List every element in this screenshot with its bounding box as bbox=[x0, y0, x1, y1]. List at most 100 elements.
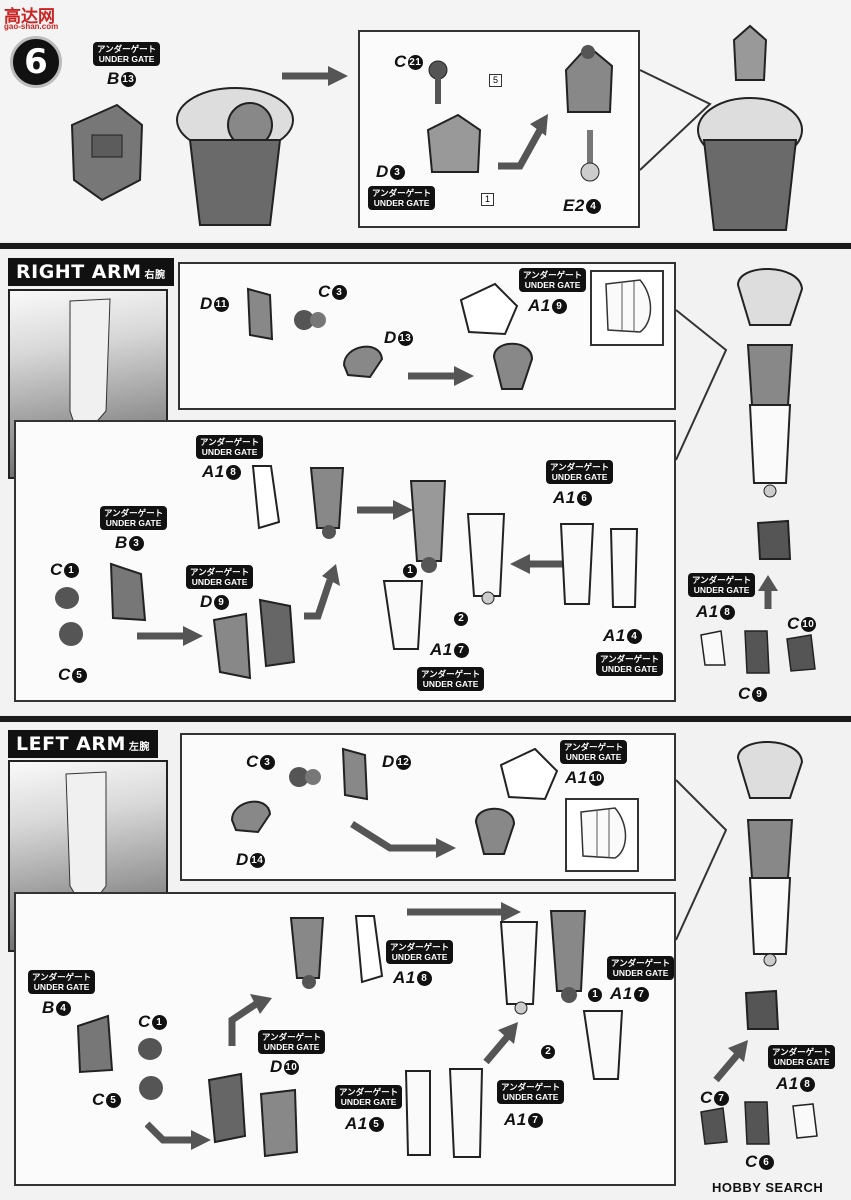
d3-part-illustration bbox=[426, 113, 482, 173]
flow-arrow bbox=[350, 821, 456, 858]
forearm-top-illustration bbox=[409, 480, 447, 573]
flow-arrow bbox=[357, 500, 413, 520]
torso-illustration bbox=[176, 87, 294, 226]
flow-arrow bbox=[408, 366, 474, 386]
c1-part-illustration bbox=[55, 587, 79, 609]
a14-part-illustration bbox=[609, 528, 639, 608]
shoulder-assembled-illustration bbox=[492, 342, 534, 390]
b3-part-illustration bbox=[109, 562, 147, 622]
c3-part-illustration bbox=[294, 310, 326, 330]
c5-left-part-illustration bbox=[139, 1076, 163, 1100]
step-number-badge: 6 bbox=[10, 36, 62, 88]
forearm-left-illustration bbox=[499, 921, 539, 1015]
sequence-step-2: 2 bbox=[454, 612, 468, 626]
section-divider bbox=[0, 716, 851, 722]
hand-illustration bbox=[756, 519, 792, 560]
c21-part-illustration bbox=[428, 60, 448, 104]
callout-pointer bbox=[676, 309, 728, 461]
flow-arrow-up bbox=[758, 575, 778, 609]
sequence-step-1: 1 bbox=[403, 564, 417, 578]
elbow-illustration bbox=[212, 598, 296, 680]
section-divider bbox=[0, 243, 851, 249]
a18-left-part-illustration bbox=[354, 915, 384, 984]
d13-part-illustration bbox=[342, 345, 384, 379]
d11-part-illustration bbox=[246, 287, 274, 341]
c3-left-part-illustration bbox=[289, 767, 321, 787]
watermark-url: gao-shan.com bbox=[4, 22, 59, 31]
c5-part-illustration bbox=[59, 622, 83, 646]
cut-callout-5: 5 bbox=[489, 74, 502, 87]
shoulder-left-assembled-illustration bbox=[474, 807, 516, 855]
left-arm-assembled-illustration bbox=[736, 741, 804, 967]
upper-arm-left-illustration bbox=[289, 917, 325, 989]
a19-detail-illustration bbox=[605, 279, 652, 333]
flow-arrow-up bbox=[498, 114, 548, 170]
a19-part-illustration bbox=[459, 282, 519, 336]
watermark-logo: 高达网 bbox=[4, 7, 55, 26]
hand-left-illustration bbox=[744, 989, 780, 1030]
flow-arrow bbox=[145, 1121, 211, 1150]
hand-cover-left-illustration bbox=[582, 1010, 624, 1080]
a16-part-illustration bbox=[559, 523, 595, 605]
elbow-left-illustration bbox=[207, 1072, 299, 1158]
hand-parts-illustration bbox=[700, 630, 816, 674]
c1-left-part-illustration bbox=[138, 1038, 162, 1060]
cut-callout-1: 1 bbox=[481, 193, 494, 206]
hand-left-parts-illustration bbox=[700, 1101, 818, 1145]
sequence-step-1-left: 1 bbox=[588, 988, 602, 1002]
flow-arrow-up bbox=[228, 994, 272, 1046]
sequence-step-2-left: 2 bbox=[541, 1045, 555, 1059]
a110-detail-illustration bbox=[580, 807, 627, 859]
flow-arrow-left bbox=[510, 554, 566, 574]
flow-arrow bbox=[407, 902, 521, 922]
e2-4-part-illustration bbox=[580, 130, 600, 182]
callout-pointer bbox=[640, 69, 712, 171]
forearm-left-top-illustration bbox=[549, 910, 587, 1003]
flow-arrow bbox=[282, 66, 348, 86]
upper-arm-illustration bbox=[309, 467, 345, 539]
flow-arrow-up bbox=[483, 1022, 518, 1065]
hobby-search-footer-logo: HOBBY SEARCH bbox=[712, 1180, 824, 1195]
